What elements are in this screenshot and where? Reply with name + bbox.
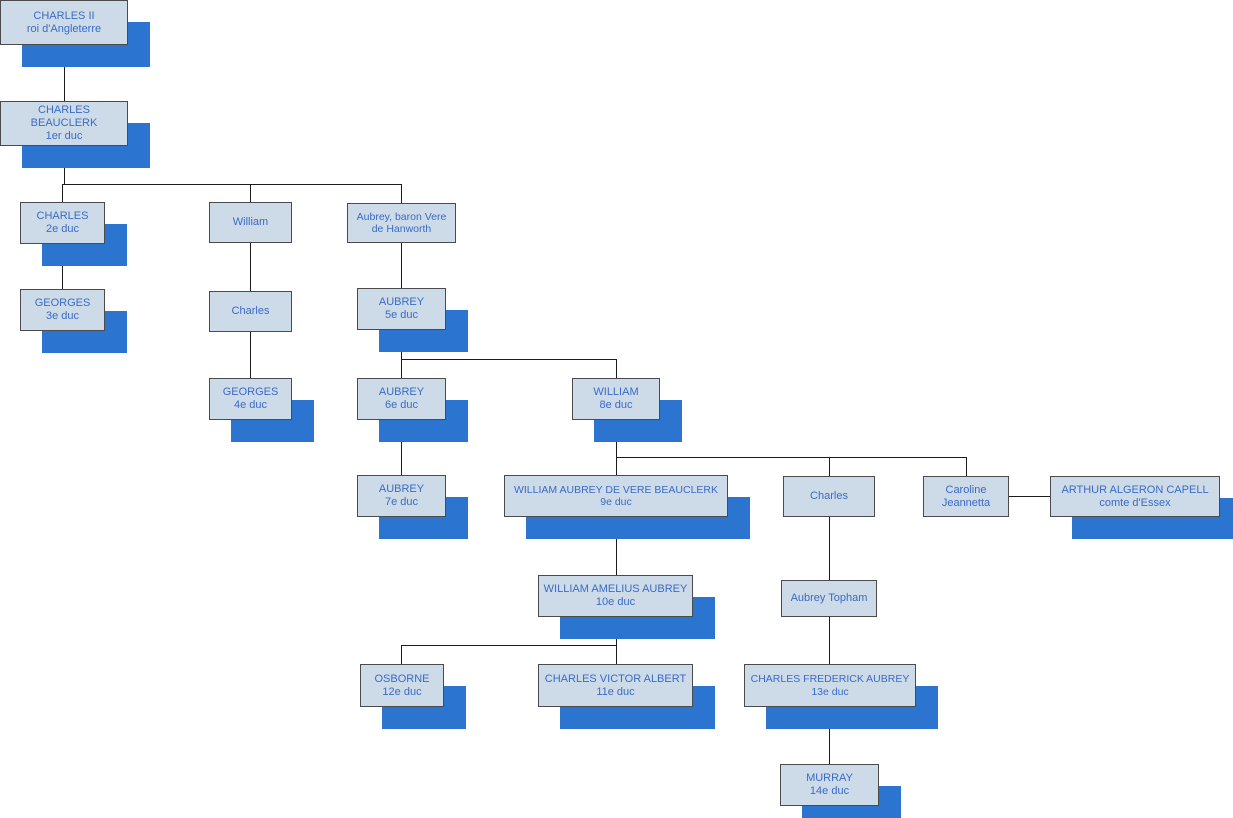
connector-cfa13-to-murray14: [829, 707, 830, 765]
connector-aubrey-vere-to-aubrey5: [401, 243, 402, 289]
connector-waa10-children-bar: [401, 645, 617, 646]
person-name: William: [232, 216, 269, 229]
connector-bar-to-charles2duc: [62, 184, 63, 203]
connector-william-a-to-charles-b: [250, 243, 251, 292]
connector-william8-children-bar: [616, 457, 967, 458]
person-name: MURRAY: [806, 772, 853, 785]
connector-charles-c-to-aubrey-topham: [829, 517, 830, 581]
person-name: CHARLES II: [33, 9, 95, 22]
person-name: AUBREY: [378, 483, 425, 496]
person-title: 3e duc: [45, 310, 80, 322]
person-title: 6e duc: [384, 399, 419, 411]
connector-charles2roi-to-beauclerk1: [64, 45, 65, 101]
person-node-william_a[interactable]: William: [209, 202, 292, 243]
person-name: Charles: [810, 490, 848, 503]
person-name: CHARLES: [36, 210, 89, 223]
connector-charles-b-to-georges4: [250, 332, 251, 379]
connector-bar-to-aubrey6: [401, 359, 402, 379]
person-node-charles_b[interactable]: Charles: [209, 291, 292, 332]
person-node-aubrey_topham[interactable]: Aubrey Topham: [781, 580, 877, 617]
person-title: 7e duc: [384, 496, 419, 508]
person-title: 12e duc: [382, 685, 422, 698]
person-node-caroline[interactable]: Caroline Jeannetta: [923, 476, 1009, 517]
person-name: CHARLES FREDERICK AUBREY: [750, 673, 910, 686]
person-title: 9e duc: [600, 496, 632, 508]
person-title: 2e duc: [45, 223, 80, 235]
connector-bar-to-william8: [616, 359, 617, 379]
person-title: 13e duc: [811, 685, 849, 698]
connector-caroline-marriage-to-capell: [1009, 496, 1051, 497]
connector-charles2duc-to-georges3: [62, 244, 63, 290]
connector-bar-to-aubrey-vere: [401, 184, 402, 204]
connector-bar-to-william-a: [250, 184, 251, 203]
person-name: AUBREY: [378, 386, 425, 399]
person-name: WILLIAM AUBREY DE VERE BEAUCLERK: [513, 483, 719, 496]
person-name: OSBORNE: [374, 672, 430, 685]
person-name: Charles: [231, 305, 270, 318]
connector-beauclerk1-children-bar: [62, 184, 402, 185]
connector-bar-to-charles-c: [829, 457, 830, 477]
connector-bar-to-osborne12: [401, 645, 402, 665]
person-name: Aubrey, baron Vere de Hanworth: [356, 210, 447, 235]
person-name: AUBREY: [378, 296, 425, 309]
person-title: 4e duc: [233, 399, 268, 411]
connector-bar-to-caroline: [966, 457, 967, 477]
person-title: 14e duc: [809, 785, 850, 797]
person-title: 8e duc: [599, 399, 633, 411]
person-name: Caroline Jeannetta: [941, 483, 991, 509]
person-node-charles_c[interactable]: Charles: [783, 476, 875, 517]
person-name: CHARLES VICTOR ALBERT: [544, 672, 687, 685]
connector-bar-to-wadvb9: [616, 457, 617, 476]
person-node-aubrey_vere[interactable]: Aubrey, baron Vere de Hanworth: [347, 203, 456, 243]
person-title: 1er duc: [45, 129, 83, 142]
person-name: GEORGES: [34, 297, 91, 310]
person-name: GEORGES: [222, 386, 279, 399]
connector-wadvb9-to-waa10: [616, 517, 617, 576]
person-title: 11e duc: [596, 685, 635, 698]
person-name: CHARLES BEAUCLERK: [30, 104, 98, 130]
person-title: roi d'Angleterre: [26, 22, 102, 35]
person-title: 5e duc: [384, 309, 419, 321]
person-name: WILLIAM AMELIUS AUBREY: [543, 583, 688, 596]
person-name: ARTHUR ALGERON CAPELL: [1061, 483, 1209, 496]
connector-aubrey-topham-to-cfa13: [829, 617, 830, 665]
person-name: WILLIAM: [593, 386, 639, 399]
connector-bar-to-cva11: [616, 645, 617, 665]
person-name: Aubrey Topham: [790, 592, 868, 605]
connector-aubrey5-children-bar: [401, 359, 617, 360]
person-title: 10e duc: [595, 596, 636, 608]
connector-aubrey6-to-aubrey7: [401, 420, 402, 476]
person-title: comte d'Essex: [1099, 496, 1171, 509]
